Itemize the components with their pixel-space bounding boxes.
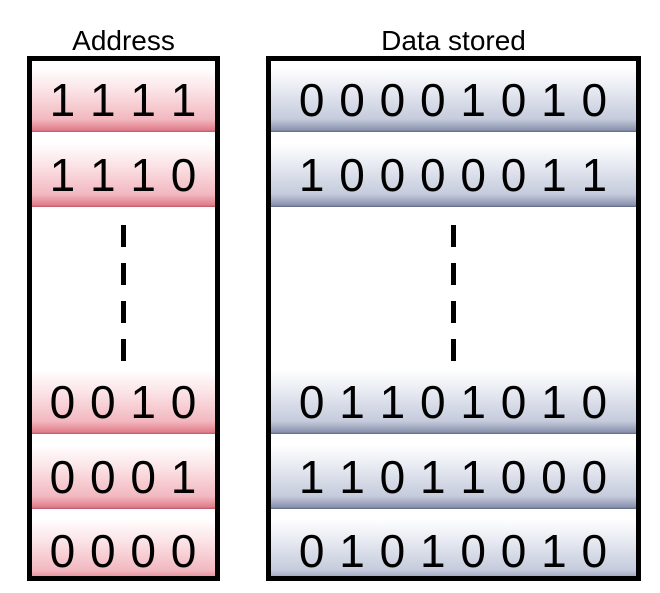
ellipsis-dash <box>451 225 456 247</box>
address-row: 0 0 0 0 <box>32 519 215 576</box>
ellipsis-dash <box>451 263 456 285</box>
data-row: 0 1 0 1 0 0 1 0 <box>271 519 636 576</box>
ellipsis-dash <box>451 301 456 323</box>
data-row: 0 1 1 0 1 0 1 0 <box>271 370 636 434</box>
address-column-title: Address <box>72 25 175 56</box>
ellipsis-dash <box>121 339 126 361</box>
address-row: 1 1 1 1 <box>32 68 215 132</box>
address-column: 1 1 1 1 1 1 1 0 0 0 1 0 0 0 0 1 0 0 0 0 <box>27 56 220 581</box>
ellipsis-dash <box>121 225 126 247</box>
ellipsis-dash <box>121 301 126 323</box>
address-row: 1 1 1 0 <box>32 143 215 207</box>
address-row: 0 0 1 0 <box>32 370 215 434</box>
data-row: 1 0 0 0 0 0 1 1 <box>271 143 636 207</box>
address-row: 0 0 0 1 <box>32 445 215 509</box>
data-row: 0 0 0 0 1 0 1 0 <box>271 68 636 132</box>
data-column: 0 0 0 0 1 0 1 0 1 0 0 0 0 0 1 1 0 1 1 0 … <box>266 56 641 581</box>
data-column-title: Data stored <box>381 25 526 56</box>
ellipsis-dash <box>121 263 126 285</box>
data-row: 1 1 0 1 1 0 0 0 <box>271 445 636 509</box>
ellipsis-dash <box>451 339 456 361</box>
